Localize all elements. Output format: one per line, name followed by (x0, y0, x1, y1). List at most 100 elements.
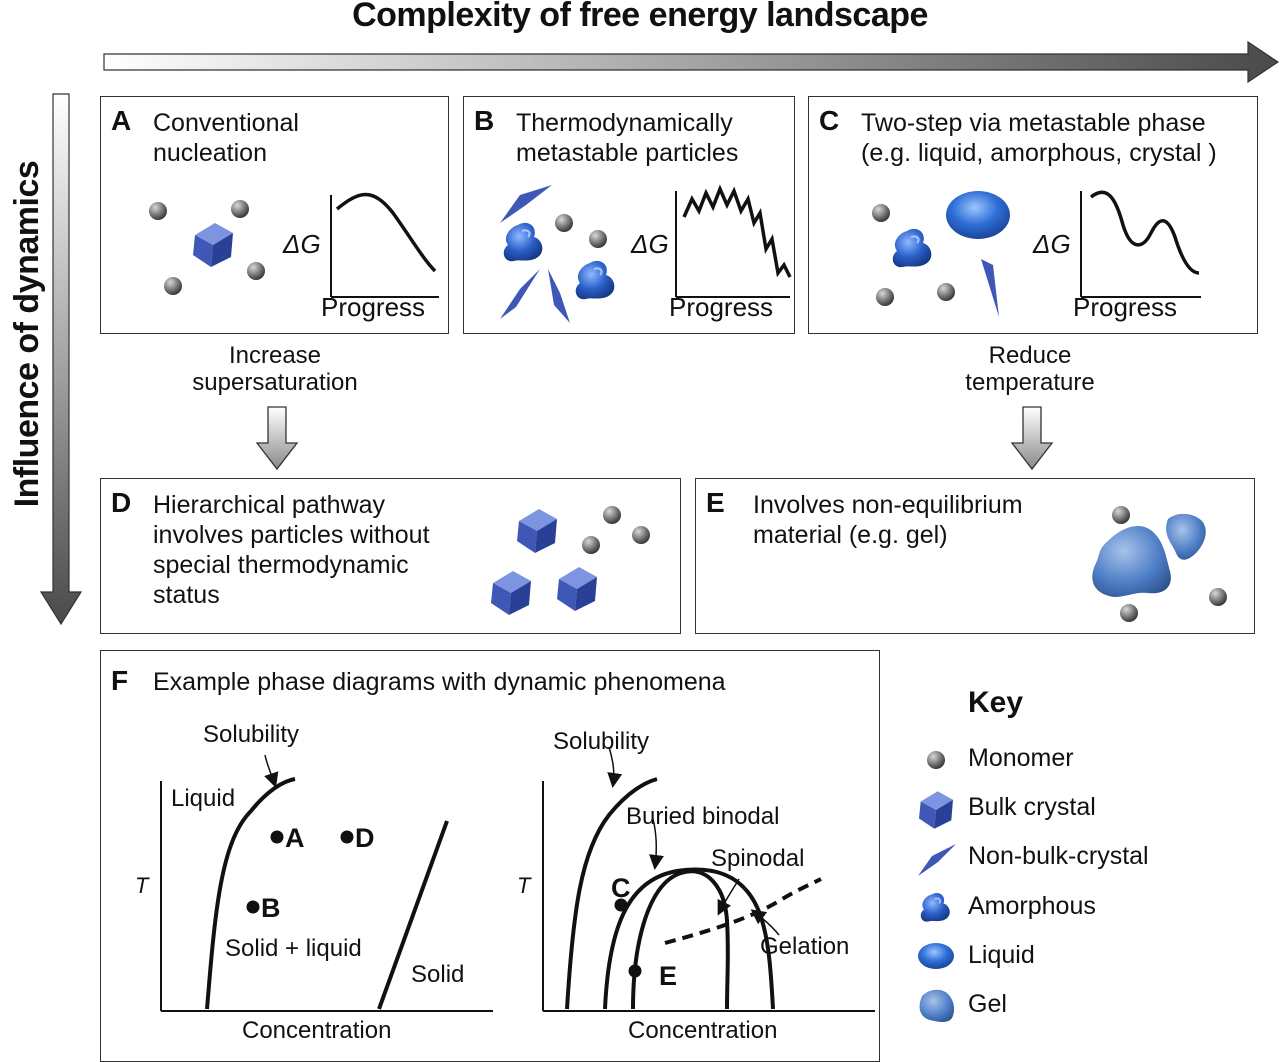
delta-g-label: ΔG (283, 229, 321, 259)
concentration-label: Concentration (242, 1017, 392, 1044)
increase-supersaturation-label: Increase supersaturation (192, 342, 358, 396)
key-item-monomer: Monomer (968, 744, 1074, 772)
delta-g-label: ΔG (1033, 229, 1071, 259)
solid-boundary-line (377, 820, 449, 1010)
solubility-curve (565, 777, 658, 1010)
liquid-icon (918, 943, 954, 969)
monomer-icon (1209, 588, 1227, 606)
monomer-icon (164, 277, 182, 295)
point-a-label: A (285, 823, 305, 853)
point-b-label: B (261, 893, 281, 923)
header-title: Complexity of free energy landscape (352, 0, 928, 34)
progress-label: Progress (669, 292, 774, 322)
panel-e: E Involves non-equilibrium material (e.g… (695, 478, 1255, 634)
key-item-non-bulk-crystal: Non-bulk-crystal (968, 842, 1149, 870)
gel-icon (919, 989, 955, 1022)
panel-b: B Thermodynamically metastable particles… (463, 96, 795, 334)
non-bulk-crystal-icon (981, 259, 999, 317)
monomer-icon (247, 262, 265, 280)
monomer-icon (927, 751, 945, 769)
gel-icon (1092, 526, 1171, 597)
delta-g-label: ΔG (631, 229, 669, 259)
amorphous-icon (502, 221, 544, 263)
panel-letter: A (111, 105, 132, 136)
gelation-label: Gelation (760, 933, 850, 960)
non-bulk-crystal-icon (918, 844, 956, 876)
panel-title: Conventional nucleation (153, 109, 299, 167)
monomer-icon (555, 214, 573, 232)
gelation-pointer (750, 909, 780, 936)
solubility-label: Solubility (203, 721, 300, 748)
amorphous-icon (920, 892, 951, 923)
spinodal-curve (631, 869, 730, 1010)
panel-c: C Two-step via metastable phase (e.g. li… (808, 96, 1258, 334)
panel-title: Involves non-equilibrium material (e.g. … (753, 491, 1023, 549)
spinodal-label: Spinodal (711, 845, 805, 872)
panel-letter: F (111, 665, 129, 696)
bulk-crystal-icon (193, 223, 233, 267)
bulk-crystal-icon (517, 509, 557, 553)
non-bulk-crystal-icon (548, 269, 570, 323)
buried-binodal-label: Buried binodal (626, 803, 780, 830)
progress-label: Progress (321, 292, 426, 322)
point-a-dot (270, 830, 284, 844)
panel-letter: B (474, 105, 495, 136)
solubility-pointer (607, 746, 623, 788)
solubility-pointer (264, 754, 279, 788)
binodal-curve (603, 867, 775, 1010)
gelation-curve (664, 877, 822, 945)
non-bulk-crystal-icon (500, 269, 540, 319)
key-title: Key (968, 686, 1024, 719)
liquid-icon (946, 191, 1010, 239)
down-arrow-right (1011, 406, 1054, 471)
panel-letter: D (111, 487, 132, 518)
monomer-icon (876, 288, 894, 306)
concentration-label-2: Concentration (628, 1017, 778, 1044)
t-axis-label: T (135, 873, 149, 898)
panel-title: Two-step via metastable phase (e.g. liqu… (861, 109, 1217, 167)
reduce-temperature-label: Reduce temperature (965, 342, 1095, 396)
liquid-label: Liquid (171, 785, 236, 812)
key-item-gel: Gel (968, 990, 1007, 1018)
monomer-icon (872, 204, 890, 222)
point-e-dot (628, 964, 642, 978)
gel-icon (1166, 513, 1206, 560)
solubility-curve (205, 777, 296, 1010)
solid-liquid-label: Solid + liquid (225, 935, 362, 962)
non-bulk-crystal-icon (500, 185, 552, 223)
point-c-dot (614, 898, 628, 912)
panel-title: Hierarchical pathway involves particles … (153, 491, 430, 609)
energy-plot (675, 184, 792, 298)
panel-a: A Conventional nucleation ΔG Progress (100, 96, 449, 334)
key-item-bulk-crystal: Bulk crystal (968, 793, 1096, 821)
phase-diagram-2 (542, 746, 875, 1012)
bulk-crystal-icon (919, 791, 953, 829)
panel-d: D Hierarchical pathway involves particle… (100, 478, 681, 634)
key-icons (918, 751, 956, 1022)
monomer-icon (1112, 506, 1130, 524)
progress-label: Progress (1073, 292, 1178, 322)
monomer-icon (632, 526, 650, 544)
point-c-label: C (611, 873, 631, 903)
amorphous-icon (574, 259, 616, 301)
down-arrow-left (256, 406, 299, 471)
phase-diagram-1 (160, 754, 493, 1012)
point-d-label: D (355, 823, 375, 853)
key-item-amorphous: Amorphous (968, 892, 1096, 920)
panel-f: F Example phase diagrams with dynamic ph… (100, 650, 880, 1062)
panel-title: Example phase diagrams with dynamic phen… (153, 668, 726, 696)
solubility-label-2: Solubility (553, 728, 650, 755)
monomer-icon (1120, 604, 1138, 622)
dynamics-arrow (39, 93, 83, 626)
point-e-label: E (659, 961, 678, 991)
panel-title: Thermodynamically metastable particles (516, 109, 739, 167)
key-item-liquid: Liquid (968, 941, 1035, 969)
monomer-icon (603, 506, 621, 524)
monomer-icon (937, 283, 955, 301)
monomer-icon (231, 200, 249, 218)
energy-plot (1080, 190, 1201, 298)
point-d-dot (340, 830, 354, 844)
panel-letter: E (706, 487, 725, 518)
binodal-pointer (649, 818, 664, 870)
solid-label: Solid (411, 961, 465, 988)
